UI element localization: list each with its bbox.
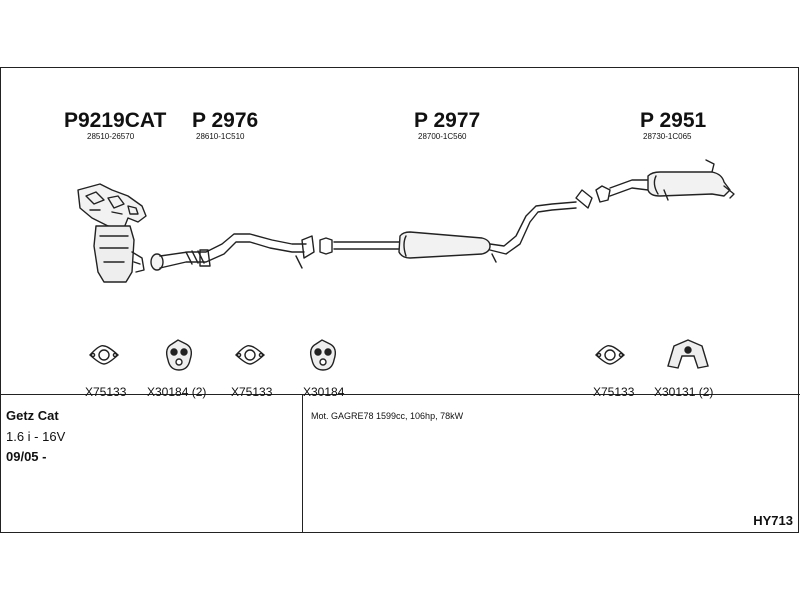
front-pipe-icon[interactable] [150, 233, 315, 271]
rubber-hanger-icon[interactable] [309, 339, 337, 371]
part-number-catalytic-converter[interactable]: P9219CAT [64, 109, 167, 132]
rubber-hanger-icon[interactable] [667, 339, 709, 369]
diagram-code: HY713 [753, 513, 793, 528]
oem-number-catalytic-converter: 28510-26570 [87, 132, 135, 141]
motor-info: Mot. GAGRE78 1599cc, 106hp, 78kW [311, 411, 464, 421]
accessory-code-gasket-3[interactable]: X75133 [593, 385, 635, 399]
oem-number-rear-silencer: 28730-1C065 [643, 132, 692, 141]
gasket-ring-icon[interactable] [89, 345, 120, 365]
vehicle-engine: 1.6 i - 16V [6, 429, 66, 444]
part-number-front-pipe[interactable]: P 2976 [192, 109, 259, 132]
catalytic-converter-icon[interactable] [77, 183, 147, 283]
accessory-code-hanger-3[interactable]: X30131 (2) [654, 385, 714, 399]
vehicle-date: 09/05 - [6, 449, 47, 464]
diagram-frame [0, 67, 799, 533]
divider-horizontal [0, 394, 800, 395]
rubber-hanger-icon[interactable] [165, 339, 193, 371]
middle-silencer-icon[interactable] [319, 189, 593, 263]
accessory-code-gasket-2[interactable]: X75133 [231, 385, 273, 399]
oem-number-front-pipe: 28610-1C510 [196, 132, 245, 141]
accessory-code-hanger-1[interactable]: X30184 (2) [147, 385, 207, 399]
accessory-code-hanger-2[interactable]: X30184 [303, 385, 345, 399]
rear-silencer-icon[interactable] [595, 159, 735, 203]
part-number-rear-silencer[interactable]: P 2951 [640, 109, 707, 132]
gasket-ring-icon[interactable] [595, 345, 626, 365]
accessory-code-gasket-1[interactable]: X75133 [85, 385, 127, 399]
oem-number-middle-silencer: 28700-1C560 [418, 132, 467, 141]
divider-vertical [302, 395, 303, 533]
vehicle-model: Getz Cat [6, 408, 59, 423]
part-number-middle-silencer[interactable]: P 2977 [414, 109, 481, 132]
gasket-ring-icon[interactable] [235, 345, 266, 365]
